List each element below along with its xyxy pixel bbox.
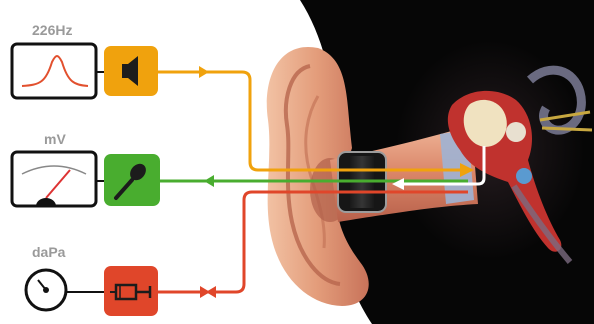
signal-generator-display bbox=[12, 44, 96, 98]
probe-tone-arrow bbox=[199, 66, 209, 78]
microphone-box bbox=[104, 154, 160, 206]
speaker-box bbox=[104, 46, 158, 96]
voltmeter-display bbox=[12, 152, 96, 206]
microphone-arrow bbox=[204, 175, 214, 187]
manometer-display bbox=[26, 270, 66, 310]
frequency-label: 226Hz bbox=[32, 22, 72, 38]
pressure-arrow-left bbox=[206, 286, 216, 298]
pressure-label: daPa bbox=[32, 244, 65, 260]
pump-box bbox=[104, 266, 158, 316]
voltage-label: mV bbox=[44, 131, 66, 147]
